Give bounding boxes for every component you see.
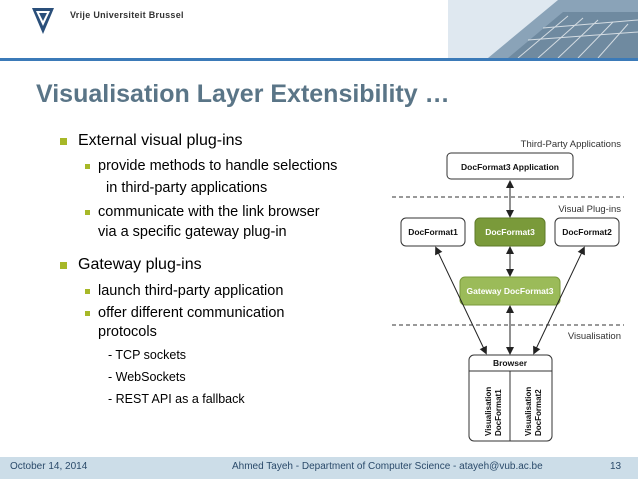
layer-label-third-party: Third-Party Applications [521, 139, 622, 150]
browser-label: Browser [493, 358, 528, 368]
layer-label-visualisation: Visualisation [568, 331, 621, 342]
protocol-item: - REST API as a fallback [108, 392, 245, 406]
svg-text:DocFormat1: DocFormat1 [494, 389, 503, 436]
docformat3-application-label: DocFormat3 Application [461, 162, 559, 172]
university-logo-icon [32, 8, 54, 34]
docformat2-label: DocFormat2 [562, 227, 612, 237]
gateway-docformat3-label: Gateway DocFormat3 [467, 286, 554, 296]
bullet-square-icon [85, 210, 90, 215]
sub-bullet-continued: via a specific gateway plug-in [98, 224, 287, 240]
sub-bullet: communicate with the link browser [85, 204, 320, 220]
visualisation-docformat2: Visualisation DocFormat2 [524, 387, 543, 436]
sub-bullet-continued: in third-party applications [106, 180, 268, 196]
layer-label-visual-plugins: Visual Plug-ins [558, 204, 621, 215]
sub-bullet-continued: protocols [98, 324, 157, 340]
bullet-square-icon [60, 262, 67, 269]
footer-bar [0, 457, 638, 479]
footer-author: Ahmed Tayeh - Department of Computer Sci… [232, 461, 543, 472]
docformat1-label: DocFormat1 [408, 227, 458, 237]
docformat3-application-box [446, 152, 574, 180]
bullet-square-icon [85, 289, 90, 294]
slide-title: Visualisation Layer Extensibility … [36, 80, 450, 108]
arrow-docformat1-to-browser [435, 246, 487, 355]
bullet-gateway-plugins: Gateway plug-ins [60, 256, 202, 274]
sub-bullet: offer different communication [85, 305, 284, 321]
bullet-square-icon [85, 164, 90, 169]
arrow-docformat2-to-browser [533, 246, 585, 355]
visualisation-docformat1: Visualisation DocFormat1 [484, 387, 503, 436]
sub-bullet: provide methods to handle selections [85, 158, 337, 174]
docformat2-box [554, 217, 620, 247]
header-rule [0, 58, 638, 61]
page-number: 13 [610, 461, 622, 472]
svg-text:DocFormat2: DocFormat2 [534, 389, 543, 436]
footer-date: October 14, 2014 [10, 461, 88, 472]
bullet-external-plugins: External visual plug-ins [60, 132, 243, 150]
header: Vrije Universiteit Brussel [0, 0, 638, 58]
docformat3-label: DocFormat3 [485, 227, 535, 237]
bullet-square-icon [60, 138, 67, 145]
sub-bullet: launch third-party application [85, 283, 283, 299]
docformat1-box [400, 217, 466, 247]
svg-text:Visualisation: Visualisation [484, 387, 493, 436]
bullet-square-icon [85, 311, 90, 316]
protocol-item: - TCP sockets [108, 348, 187, 362]
building-photo-icon [448, 0, 638, 58]
svg-text:Visualisation: Visualisation [524, 387, 533, 436]
protocol-item: - WebSockets [108, 370, 186, 384]
university-name: Vrije Universiteit Brussel [70, 10, 184, 20]
